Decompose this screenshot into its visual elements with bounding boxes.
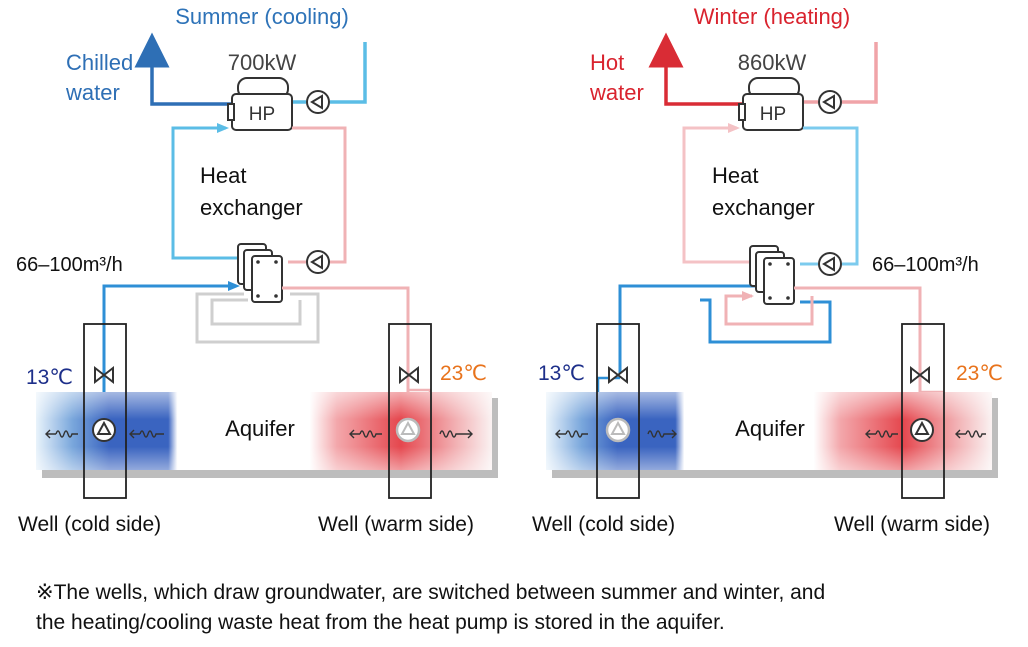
winter-blue-bypass-pipe [618, 284, 760, 378]
winter-heat-exchanger-icon [749, 245, 795, 305]
winter-warm-valve-icon [910, 365, 930, 385]
summer-warm-well-pipe [282, 286, 410, 410]
summer-aquifer-label: Aquifer [225, 416, 295, 441]
winter-flow-rate: 66–100m³/h [872, 254, 979, 276]
summer-cold-valve-icon [94, 365, 114, 385]
winter-return-pipe [842, 42, 878, 104]
winter-warm-well-pipe [794, 286, 922, 430]
summer-cold-well-box [83, 323, 127, 499]
winter-hp-pump-icon [818, 90, 842, 114]
winter-hex-label-line1: Heat [712, 163, 758, 188]
chilled-water-label-line2: water [65, 80, 120, 105]
winter-warm-well-box [901, 323, 945, 499]
hot-water-pipe [648, 32, 745, 106]
summer-hex-label-line1: Heat [200, 163, 246, 188]
winter-hex-label-line2: exchanger [712, 195, 815, 220]
summer-panel: Summer (cooling) Chilled water 700kW HP [16, 4, 498, 536]
chilled-water-pipe [134, 32, 232, 106]
winter-cold-temp: 13℃ [538, 362, 585, 385]
summer-warm-temp: 23℃ [440, 362, 487, 385]
summer-flow-rate: 66–100m³/h [16, 254, 123, 276]
summer-warm-well-box [388, 323, 432, 499]
summer-warm-valve-icon [399, 365, 419, 385]
summer-cold-well-pipe [102, 284, 232, 430]
footnote: ※The wells, which draw groundwater, are … [36, 578, 1016, 638]
winter-hp-hex-blue-pipe [803, 126, 859, 266]
winter-cold-well-pump-icon [605, 417, 631, 443]
winter-hp-hex-pink-pipe [682, 126, 756, 264]
winter-aquifer-label: Aquifer [735, 416, 805, 441]
winter-warm-well-pump-icon [910, 418, 934, 442]
winter-cold-valve-icon [608, 365, 628, 385]
winter-cold-well-label: Well (cold side) [532, 513, 675, 536]
summer-heat-exchanger-icon [237, 243, 283, 303]
winter-warm-temp: 23℃ [956, 362, 1003, 385]
winter-warm-well-label: Well (warm side) [834, 513, 990, 536]
summer-return-pipe [330, 42, 367, 104]
summer-hex-label-line2: exchanger [200, 195, 303, 220]
summer-cold-well-pump-icon [92, 418, 116, 442]
chilled-water-label-line1: Chilled [66, 50, 133, 75]
summer-cold-temp: 13℃ [26, 366, 73, 389]
winter-flow-arrows-icon [555, 429, 986, 439]
summer-hp-hex-blue-pipe [171, 126, 244, 260]
summer-title: Summer (cooling) [175, 4, 349, 29]
summer-heat-pump-icon [227, 77, 293, 131]
summer-hp-pump-icon [306, 90, 330, 114]
hot-water-label-line1: Hot [590, 50, 624, 75]
summer-power: 700kW [228, 50, 297, 75]
winter-cold-well-box [596, 323, 640, 499]
summer-hex-pump-icon [306, 250, 330, 274]
winter-hp-label: HP [760, 104, 786, 125]
hot-water-label-line2: water [589, 80, 644, 105]
winter-hex-pump-icon [818, 252, 842, 276]
summer-cold-well-label: Well (cold side) [18, 513, 161, 536]
winter-heat-pump-icon [738, 77, 804, 131]
winter-title: Winter (heating) [694, 4, 851, 29]
summer-flow-arrows-icon [45, 429, 473, 439]
winter-panel: Winter (heating) Hot water 860kW HP Heat… [532, 4, 1003, 536]
summer-hp-label: HP [249, 104, 275, 125]
summer-warm-well-pump-icon [395, 417, 421, 443]
summer-warm-well-label: Well (warm side) [318, 513, 474, 536]
winter-power: 860kW [738, 50, 807, 75]
footnote-line1: ※The wells, which draw groundwater, are … [36, 581, 826, 604]
summer-grey-bypass-pipe [195, 292, 320, 344]
summer-hp-hex-pink-pipe [292, 126, 347, 264]
footnote-line2: the heating/cooling waste heat from the … [36, 611, 725, 634]
